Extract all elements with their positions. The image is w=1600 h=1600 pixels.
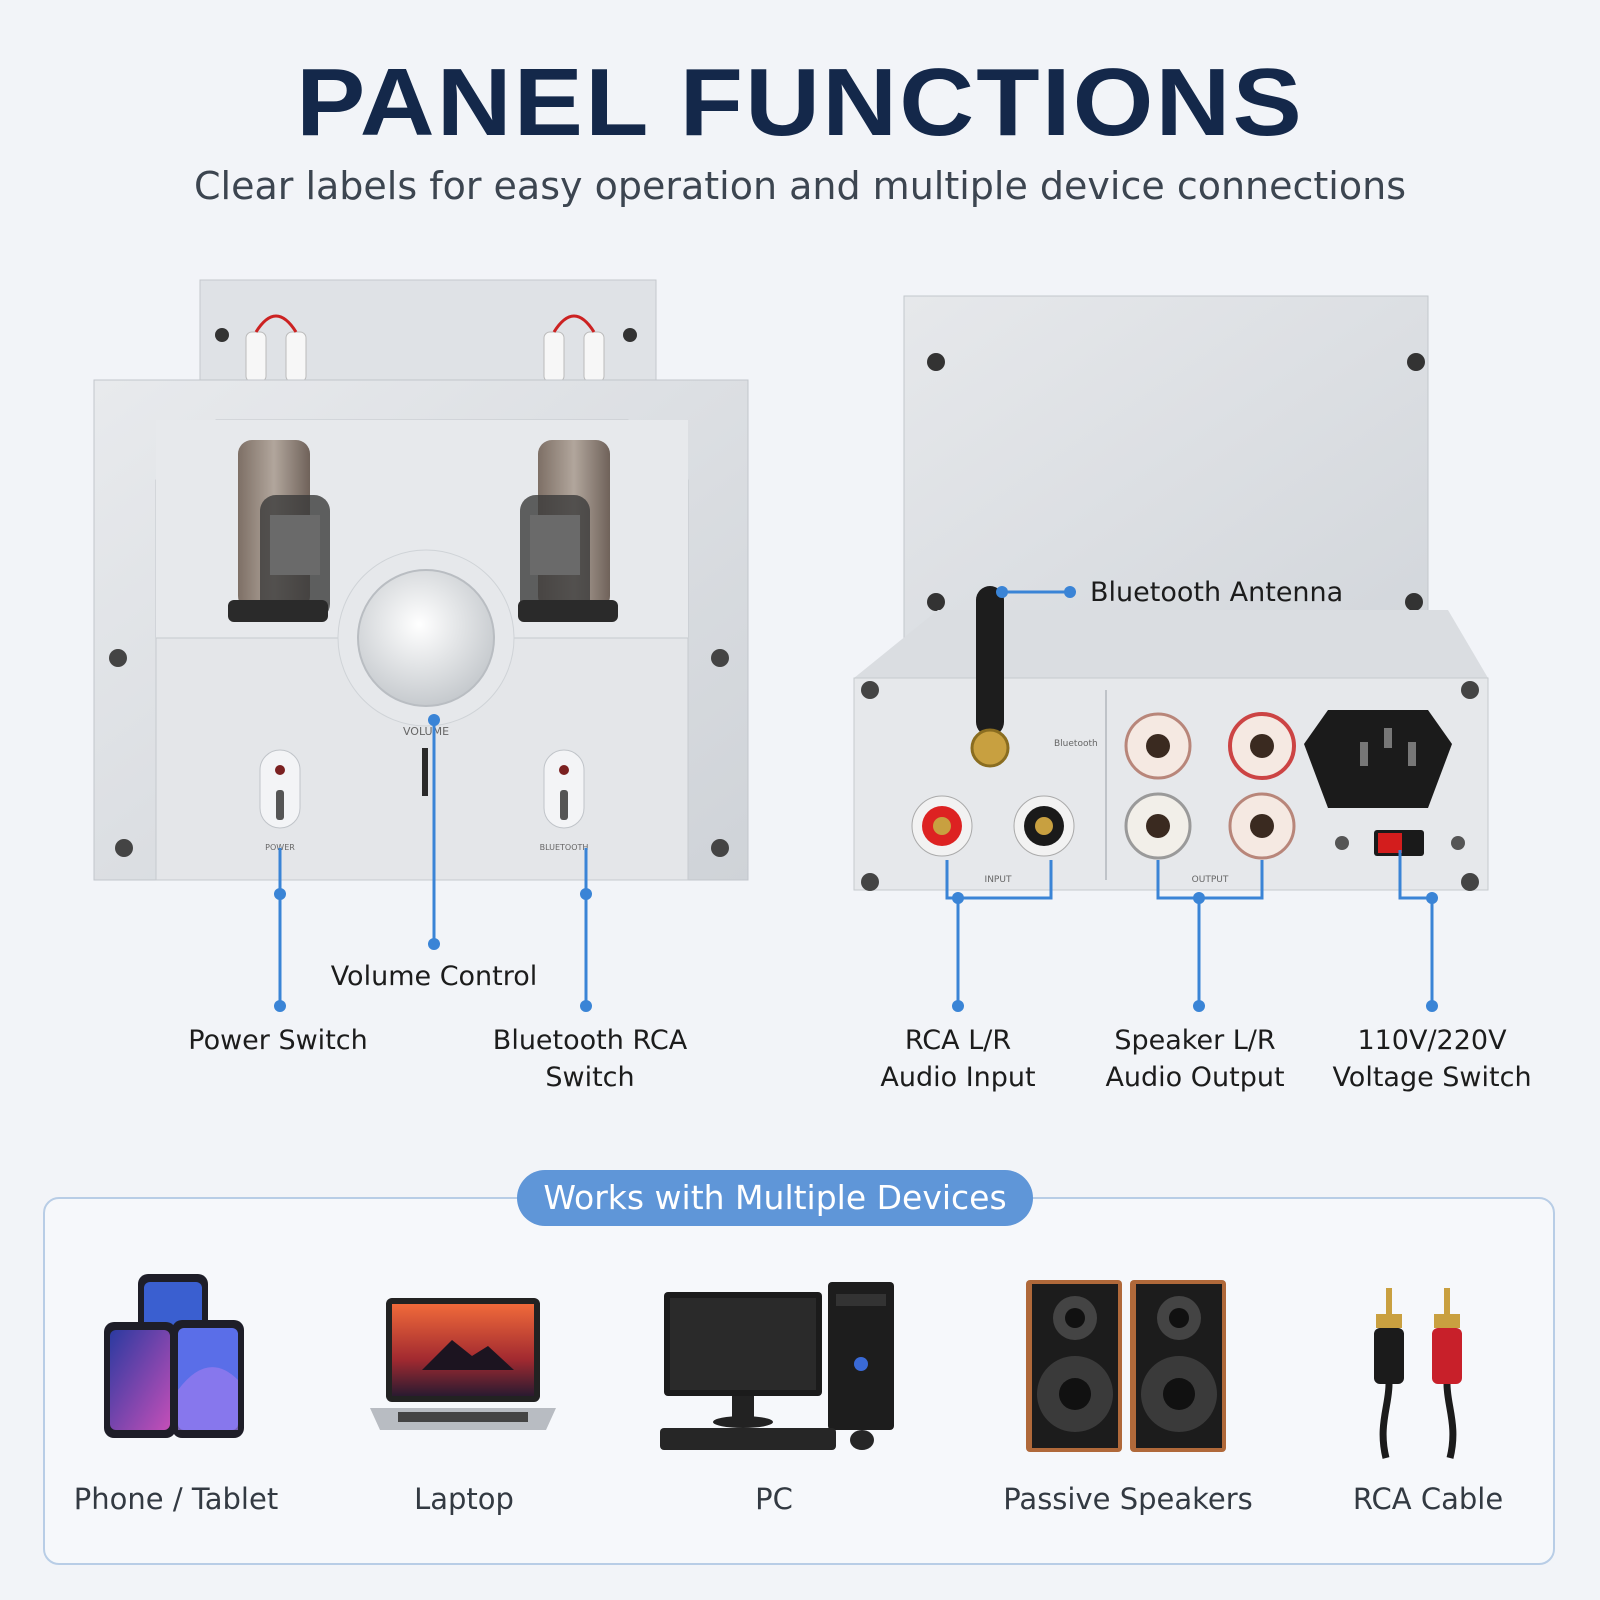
desktop-pc-icon <box>660 1282 894 1450</box>
rca-input-label: RCA L/R Audio Input <box>838 1022 1078 1096</box>
rca-input-label-line1: RCA L/R <box>904 1025 1012 1056</box>
devices-heading: Works with Multiple Devices <box>517 1170 1033 1226</box>
rca-cable-icon <box>1374 1288 1462 1459</box>
engraving-output: OUTPUT <box>1192 875 1229 885</box>
speakers-icon <box>1026 1280 1226 1452</box>
engraving-input: INPUT <box>985 875 1012 885</box>
page-subtitle: Clear labels for easy operation and mult… <box>193 164 1406 208</box>
volume-control-label: Volume Control <box>330 961 538 992</box>
device-label-rca-cable: RCA Cable <box>1352 1482 1504 1516</box>
amplifier-front-photo: VOLUME POWER BLUETOOTH <box>93 279 749 881</box>
device-label-laptop: Laptop <box>414 1482 514 1516</box>
bluetooth-rca-switch-label-line1: Bluetooth RCA <box>492 1025 688 1056</box>
device-label-pc: PC <box>755 1482 793 1516</box>
engraving-power: POWER <box>265 843 295 852</box>
engraving-bluetooth: BLUETOOTH <box>540 843 589 852</box>
power-switch-label: Power Switch <box>188 1025 368 1056</box>
voltage-switch-label-line1: 110V/220V <box>1357 1025 1507 1056</box>
voltage-switch-label-line2: Voltage Switch <box>1332 1062 1532 1093</box>
bluetooth-antenna-label: Bluetooth Antenna <box>1090 577 1344 608</box>
speaker-output-label: Speaker L/R Audio Output <box>1075 1022 1315 1096</box>
engraving-bluetooth-rear: Bluetooth <box>1054 739 1098 749</box>
phone-tablet-icon <box>104 1274 244 1438</box>
device-label-phone-tablet: Phone / Tablet <box>73 1482 279 1516</box>
page-title: PANEL FUNCTIONS <box>296 49 1304 156</box>
bluetooth-rca-switch-label-line2: Switch <box>545 1062 635 1093</box>
rca-input-label-line2: Audio Input <box>880 1062 1036 1093</box>
engraving-volume: VOLUME <box>403 725 449 738</box>
voltage-switch-label: 110V/220V Voltage Switch <box>1312 1022 1552 1096</box>
amplifier-rear-photo: Bluetooth INPUT OUTPUT <box>853 295 1489 891</box>
device-label-passive-speakers: Passive Speakers <box>1003 1482 1253 1516</box>
laptop-icon <box>370 1298 556 1430</box>
speaker-output-label-line2: Audio Output <box>1105 1062 1285 1093</box>
bluetooth-rca-switch-label: Bluetooth RCA Switch <box>470 1022 710 1096</box>
speaker-output-label-line1: Speaker L/R <box>1114 1025 1276 1056</box>
